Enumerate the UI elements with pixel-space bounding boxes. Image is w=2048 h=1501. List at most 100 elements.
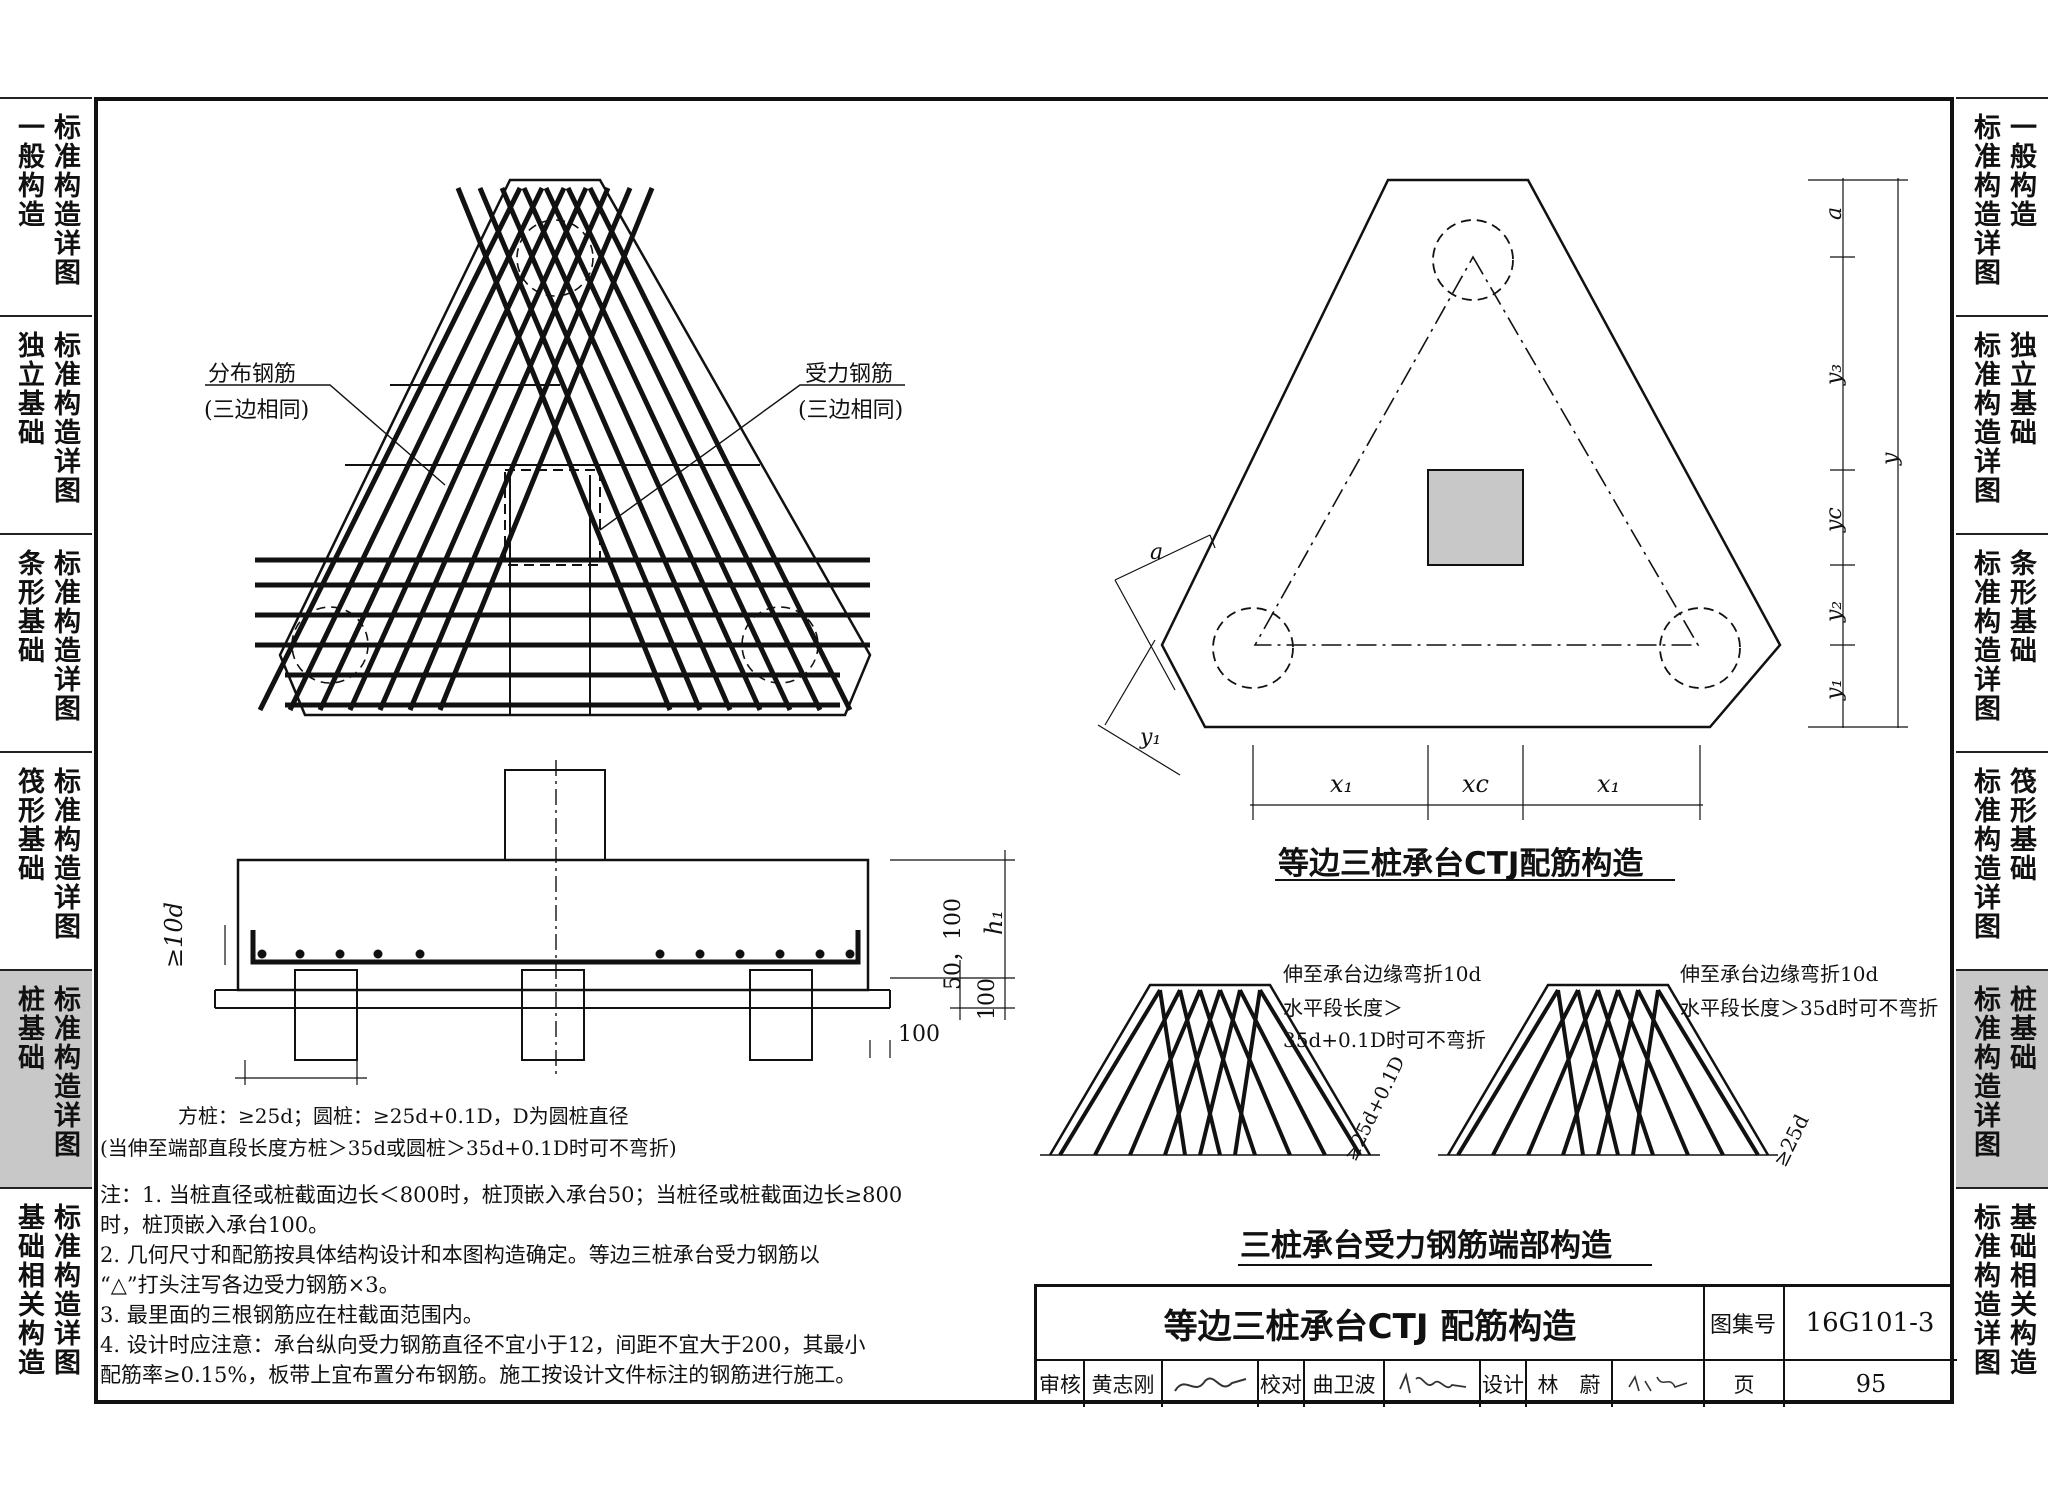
tab-label: 标准构造详图 bbox=[1969, 113, 2000, 287]
tab-right-1[interactable]: 标准构造详图独立基础 bbox=[1956, 315, 2048, 533]
rebar-bar bbox=[347, 186, 589, 712]
reviewer-name: 黄志刚 bbox=[1091, 1373, 1155, 1397]
anchor-10d-label: ≥10d bbox=[160, 901, 188, 968]
tab-label: 基础相关构造 bbox=[13, 1203, 44, 1377]
note-line: 3. 最里面的三根钢筋应在柱截面范围内。 bbox=[100, 1303, 484, 1327]
rebar-dot bbox=[815, 949, 825, 959]
pile-section-1 bbox=[294, 969, 358, 1061]
tab-left-0[interactable]: 一般构造标准构造详图 bbox=[0, 97, 92, 315]
dim-a-top: a bbox=[1822, 206, 1847, 220]
plan-title: 等边三桩承台CTJ配筋构造 bbox=[1278, 846, 1644, 882]
rebar-bar bbox=[407, 187, 633, 711]
end-left-note-2: 水平段长度＞ bbox=[1283, 996, 1403, 1020]
pile-section-3 bbox=[749, 969, 813, 1061]
rebar-bar bbox=[587, 186, 853, 712]
tab-label: 基础相关构造 bbox=[2005, 1203, 2036, 1377]
main-rebar-label: 受力钢筋 bbox=[805, 362, 894, 387]
dim-100-horizontal: 100 bbox=[898, 1022, 940, 1047]
note-line: 注：1. 当桩直径或桩截面边长＜800时，桩顶嵌入承台50；当桩径或桩截面边长≥… bbox=[100, 1183, 903, 1207]
rebar-dot bbox=[257, 949, 267, 959]
note-line: 2. 几何尺寸和配筋按具体结构设计和本图构造确定。等边三桩承台受力钢筋以 bbox=[100, 1243, 820, 1267]
tab-right-2[interactable]: 标准构造详图条形基础 bbox=[1956, 533, 2048, 751]
tab-left-4[interactable]: 桩基础标准构造详图 bbox=[0, 969, 92, 1187]
cap-outline bbox=[278, 178, 872, 717]
tab-right-4[interactable]: 标准构造详图桩基础 bbox=[1956, 969, 2048, 1187]
cap-section-drawing bbox=[214, 760, 1015, 1085]
end-rebar bbox=[1258, 988, 1362, 1157]
pile-top bbox=[516, 219, 594, 297]
dim-yc: yc bbox=[1822, 507, 1847, 532]
rebar-bar bbox=[257, 186, 523, 712]
rebar-bar bbox=[565, 186, 823, 712]
rebar-dot bbox=[373, 949, 383, 959]
rebar-bar bbox=[287, 186, 545, 712]
rebar-dot bbox=[335, 949, 345, 959]
dim-xc: xc bbox=[1462, 770, 1489, 798]
h1-label: h₁ bbox=[980, 909, 1008, 935]
rebar-dot bbox=[735, 949, 745, 959]
checker-name: 曲卫波 bbox=[1312, 1373, 1376, 1397]
dim-100-vertical: 100 bbox=[975, 978, 1000, 1020]
rebar-bar bbox=[455, 187, 673, 711]
anchor-note: 方桩：≥25d；圆桩：≥25d+0.1D，D为圆桩直径 bbox=[178, 1104, 629, 1128]
rebar-bar bbox=[437, 187, 655, 711]
sheet-title: 等边三桩承台CTJ 配筋构造 bbox=[1163, 1306, 1577, 1347]
rebar-bar bbox=[499, 186, 733, 712]
tab-label: 条形基础 bbox=[2005, 549, 2036, 665]
tab-left-3[interactable]: 筏形基础标准构造详图 bbox=[0, 751, 92, 969]
tab-label: 筏形基础 bbox=[13, 767, 44, 883]
reviewer-signature bbox=[1163, 1361, 1257, 1407]
tab-label: 筏形基础 bbox=[2005, 767, 2036, 883]
design-label: 设计 bbox=[1482, 1373, 1524, 1397]
tab-label: 一般构造 bbox=[2005, 113, 2036, 229]
end-right-note-2: 水平段长度＞35d时可不弯折 bbox=[1680, 996, 1939, 1020]
rebar-bar bbox=[377, 186, 611, 712]
tab-left-2[interactable]: 条形基础标准构造详图 bbox=[0, 533, 92, 751]
end-rebar bbox=[1233, 989, 1262, 1156]
dim-a-left: a bbox=[1150, 540, 1164, 565]
tab-label: 一般构造 bbox=[13, 113, 44, 229]
end-rebar bbox=[1596, 989, 1655, 1156]
tab-label: 桩基础 bbox=[2005, 985, 2036, 1072]
tab-right-0[interactable]: 标准构造详图一般构造 bbox=[1956, 97, 2048, 315]
dist-rebar-same-label: (三边相同) bbox=[204, 398, 310, 423]
tab-label: 标准构造详图 bbox=[1969, 767, 2000, 941]
page-number: 95 bbox=[1855, 1370, 1887, 1398]
tab-label: 桩基础 bbox=[13, 985, 44, 1072]
tab-left-5[interactable]: 基础相关构造标准构造详图 bbox=[0, 1187, 92, 1405]
tab-label: 标准构造详图 bbox=[1969, 985, 2000, 1159]
tab-label: 标准构造详图 bbox=[1969, 331, 2000, 505]
notes: 注：1. 当桩直径或桩截面边长＜800时，桩顶嵌入承台50；当桩径或桩截面边长≥… bbox=[100, 1180, 902, 1390]
rebar-dot bbox=[295, 949, 305, 959]
end-detail-right bbox=[1438, 983, 1778, 1157]
tab-label: 独立基础 bbox=[2005, 331, 2036, 447]
checker-signature bbox=[1385, 1361, 1479, 1407]
review-label: 审核 bbox=[1039, 1373, 1081, 1397]
designer-signature bbox=[1613, 1361, 1703, 1407]
tab-left-1[interactable]: 独立基础标准构造详图 bbox=[0, 315, 92, 533]
end-detail-left bbox=[1040, 983, 1380, 1157]
cap-plan-outline-drawing bbox=[1097, 178, 1908, 820]
anchor-note-2: (当伸至端部直段长度方桩＞35d或圆桩＞35d+0.1D时可不弯折) bbox=[100, 1136, 677, 1160]
column-plan bbox=[1427, 469, 1524, 566]
tab-right-5[interactable]: 标准构造详图基础相关构造 bbox=[1956, 1187, 2048, 1405]
end-right-note-1: 伸至承台边缘弯折10d bbox=[1680, 962, 1879, 986]
cap-plan-rebar-drawing bbox=[205, 178, 905, 717]
dim-y3: y₃ bbox=[1822, 363, 1847, 385]
end-rebar bbox=[1596, 989, 1640, 1156]
note-line: 4. 设计时应注意：承台纵向受力钢筋直径不宜小于12，间距不宜大于200，其最小 bbox=[100, 1333, 866, 1357]
tab-right-3[interactable]: 标准构造详图筏形基础 bbox=[1956, 751, 2048, 969]
main-rebar-same-label: (三边相同) bbox=[798, 398, 904, 423]
tab-label: 标准构造详图 bbox=[1969, 1203, 2000, 1377]
rebar-dot bbox=[845, 949, 855, 959]
dim-x1-left: x₁ bbox=[1330, 770, 1354, 798]
note-line: “△”打头注写各边受力钢筋×3。 bbox=[100, 1273, 400, 1297]
rebar-dot bbox=[775, 949, 785, 959]
dim-y1-right: y₁ bbox=[1822, 678, 1847, 700]
end-left-note-1: 伸至承台边缘弯折10d bbox=[1283, 962, 1482, 986]
tab-label: 标准构造详图 bbox=[49, 1203, 80, 1377]
rebar-bar bbox=[521, 186, 763, 712]
end-rebar bbox=[1158, 989, 1187, 1156]
end-cap-outline bbox=[1446, 983, 1770, 1156]
